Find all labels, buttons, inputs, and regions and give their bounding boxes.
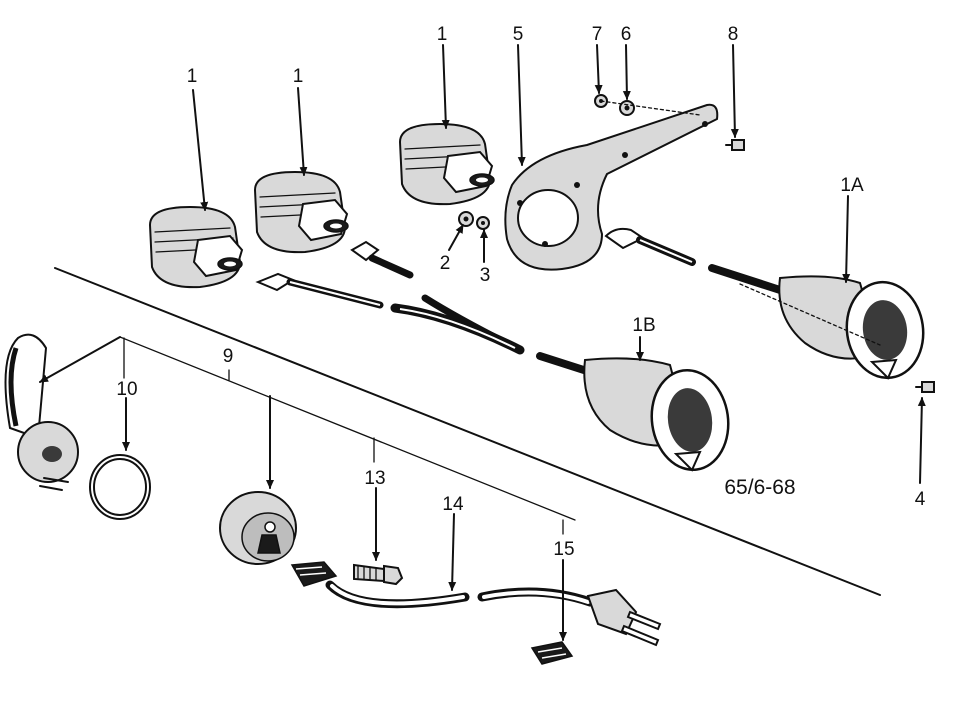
wire-y-harness bbox=[390, 294, 525, 355]
callout-7: 7 bbox=[592, 24, 603, 45]
screw-part-8 bbox=[725, 139, 745, 151]
callout-4: 4 bbox=[915, 489, 926, 510]
connector-part-15 bbox=[530, 641, 574, 665]
callout-14: 14 bbox=[442, 494, 464, 515]
heater-unit-part-9a bbox=[4, 333, 79, 491]
heater-element-1a bbox=[708, 264, 925, 380]
callout-1-top: 1 bbox=[437, 24, 448, 45]
callout-1-middle: 1 bbox=[293, 66, 304, 87]
callout-1-left: 1 bbox=[187, 66, 198, 87]
section-divider-line bbox=[54, 267, 881, 596]
plug-end bbox=[586, 588, 662, 647]
mounting-bracket bbox=[504, 100, 719, 271]
callout-1a: 1A bbox=[840, 175, 864, 196]
heater-element-1b bbox=[536, 352, 730, 472]
sending-unit-left bbox=[148, 205, 244, 289]
gasket-ring-part-10 bbox=[89, 454, 151, 520]
heater-cap-part-9b bbox=[219, 491, 297, 565]
callout-15: 15 bbox=[553, 539, 574, 560]
callout-6: 6 bbox=[621, 24, 632, 45]
callout-1b: 1B bbox=[632, 315, 655, 336]
nut-part-2 bbox=[458, 211, 474, 227]
wire-lead-left bbox=[255, 272, 384, 309]
nut-part-6 bbox=[619, 100, 635, 116]
wire-lead-right-top bbox=[604, 227, 696, 266]
bolt-part-13 bbox=[353, 563, 404, 586]
wire-lead-middle bbox=[350, 240, 414, 279]
power-cord-part-14 bbox=[325, 580, 595, 609]
leader-lines bbox=[39, 44, 926, 641]
sending-unit-middle bbox=[253, 170, 349, 254]
callout-3: 3 bbox=[480, 265, 491, 286]
callout-10: 10 bbox=[116, 379, 137, 400]
callout-13: 13 bbox=[364, 468, 385, 489]
callout-9: 9 bbox=[223, 346, 234, 367]
sending-unit-top bbox=[398, 122, 495, 206]
callout-2: 2 bbox=[440, 253, 451, 274]
callout-8: 8 bbox=[728, 24, 739, 45]
cord-connector-left bbox=[290, 561, 338, 587]
washer-part-3 bbox=[476, 216, 490, 230]
callout-5: 5 bbox=[513, 24, 524, 45]
date-code: 65/6-68 bbox=[724, 476, 795, 499]
screw-part-4 bbox=[915, 381, 935, 393]
